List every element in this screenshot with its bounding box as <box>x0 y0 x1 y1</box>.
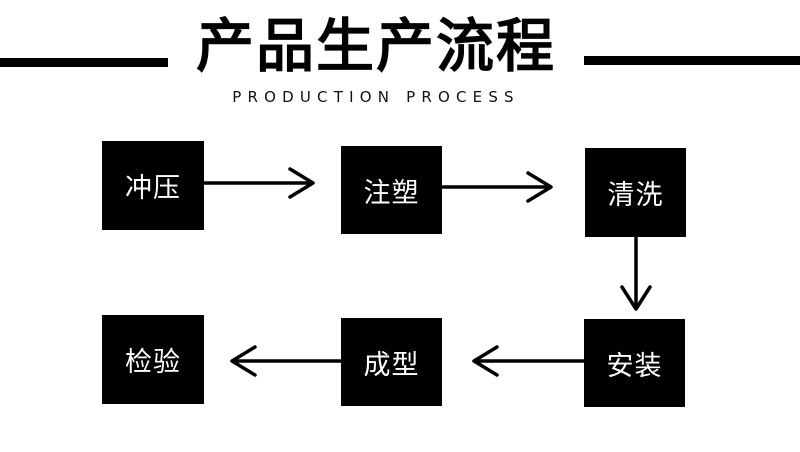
title-rule-left <box>0 58 168 67</box>
arrow-step5-to-step6 <box>230 345 343 377</box>
process-step-2: 注塑 <box>341 146 442 234</box>
process-step-5: 成型 <box>341 318 442 406</box>
title-rule-right <box>584 56 800 65</box>
process-step-1: 冲压 <box>102 141 204 230</box>
diagram-subtitle: PRODUCTION PROCESS <box>232 88 520 106</box>
arrow-step4-to-step5 <box>472 345 586 377</box>
arrow-step1-to-step2 <box>202 167 315 199</box>
process-step-6: 检验 <box>102 315 204 404</box>
process-step-4: 安装 <box>584 319 685 407</box>
diagram-title: 产品生产流程 <box>195 12 556 80</box>
arrow-step2-to-step3 <box>440 171 553 203</box>
process-step-3: 清洗 <box>585 148 686 237</box>
arrow-step3-to-step4 <box>620 236 652 311</box>
